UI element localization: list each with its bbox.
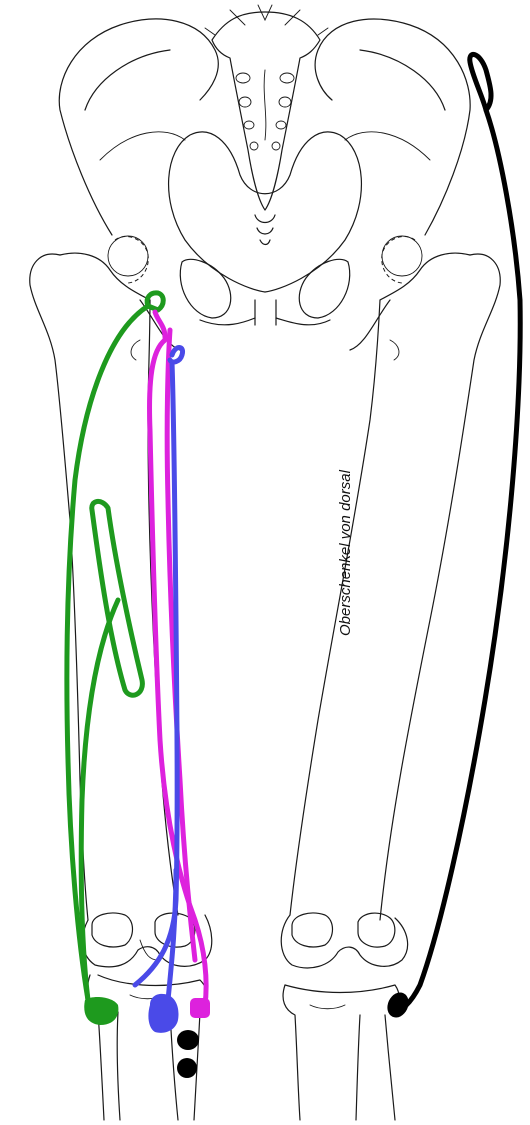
magenta-insertion (190, 998, 210, 1018)
black-insertion-dot (383, 989, 412, 1021)
pelvis (59, 19, 470, 350)
right-lower-leg (283, 985, 399, 1120)
magenta-muscle-line (150, 312, 210, 1018)
sacrum (205, 5, 328, 245)
diagram-label: Oberschenkel von dorsal (337, 469, 354, 636)
blue-insertion (148, 994, 178, 1033)
right-femur (281, 236, 500, 968)
green-insertion (84, 997, 118, 1025)
black-dot-2 (177, 1058, 197, 1078)
black-dot-1 (177, 1030, 199, 1050)
